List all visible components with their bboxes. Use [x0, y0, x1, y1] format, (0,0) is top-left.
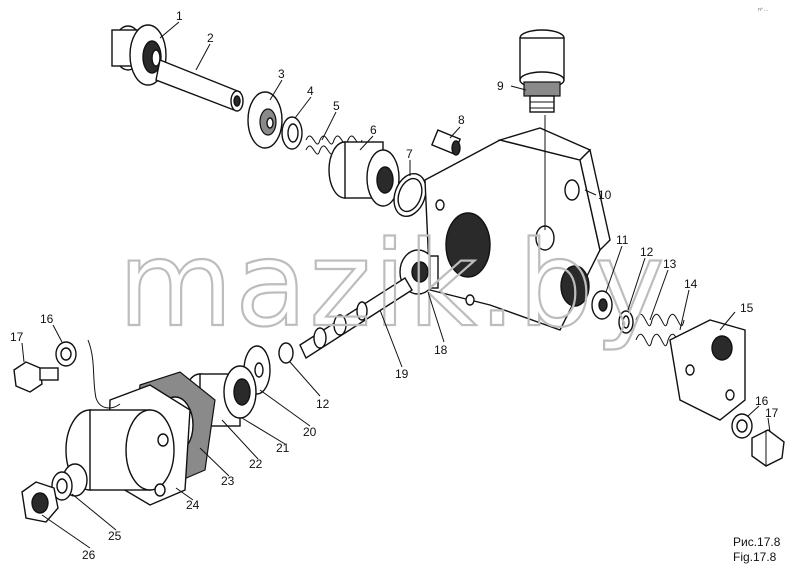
label-1: 1	[176, 9, 183, 23]
part-19-rod	[299, 277, 413, 360]
part-16-washer-right	[731, 413, 753, 439]
label-14: 14	[684, 277, 698, 291]
label-9: 9	[497, 79, 504, 93]
part-17-bolt-right	[751, 429, 785, 467]
part-2-tube	[155, 59, 244, 112]
part-16-washer-left	[55, 341, 77, 367]
label-21: 21	[276, 441, 290, 455]
label-22: 22	[249, 457, 263, 471]
label-12-right: 12	[640, 245, 654, 259]
label-6: 6	[370, 123, 377, 137]
label-12-left: 12	[316, 397, 330, 411]
part-11-washer	[591, 290, 613, 320]
part-6-sleeve	[328, 141, 400, 207]
leader-lines	[21, 21, 771, 549]
label-16-right: 16	[755, 394, 769, 408]
caption-ru: Рис.17.8	[733, 535, 781, 549]
part-12-ring-right	[618, 310, 634, 334]
label-20: 20	[303, 425, 317, 439]
part-26-nut	[21, 481, 59, 523]
part-8-pin	[430, 129, 462, 156]
label-5: 5	[333, 99, 340, 113]
part-12-ring-left	[278, 342, 294, 364]
part-labels: 1 2 3 4 5 6 7 8 9 10 11 12 13 14 15 16 1…	[10, 9, 779, 562]
part-25-washers	[51, 463, 88, 501]
part-7-ring	[393, 172, 427, 218]
label-15: 15	[740, 301, 754, 315]
label-19: 19	[395, 367, 409, 381]
label-10: 10	[598, 188, 612, 202]
label-16-left: 16	[40, 312, 54, 326]
label-17-right: 17	[765, 406, 779, 420]
corner-mark: nº ...	[758, 7, 768, 13]
part-3-disc	[247, 91, 283, 149]
label-18: 18	[434, 343, 448, 357]
label-11: 11	[616, 233, 629, 247]
label-4: 4	[307, 84, 314, 98]
label-2: 2	[207, 31, 214, 45]
part-14-15-cover	[669, 319, 746, 421]
part-10-housing	[424, 115, 611, 331]
part-1-cap	[111, 24, 167, 86]
label-13: 13	[663, 257, 677, 271]
label-3: 3	[278, 67, 285, 81]
watermark: mazik.by	[118, 215, 667, 353]
label-7: 7	[406, 147, 413, 161]
label-23: 23	[221, 474, 235, 488]
label-8: 8	[458, 113, 465, 127]
part-drawings	[13, 24, 785, 523]
part-18-valve	[399, 249, 439, 295]
label-25: 25	[108, 529, 122, 543]
part-9-cap	[519, 29, 565, 113]
part-wire	[87, 339, 121, 409]
caption-en: Fig.17.8	[733, 550, 777, 564]
label-24: 24	[186, 498, 200, 512]
label-17-left: 17	[10, 330, 24, 344]
part-4-ring	[281, 116, 303, 150]
part-17-bolt-left	[13, 361, 59, 393]
label-26: 26	[82, 548, 96, 562]
